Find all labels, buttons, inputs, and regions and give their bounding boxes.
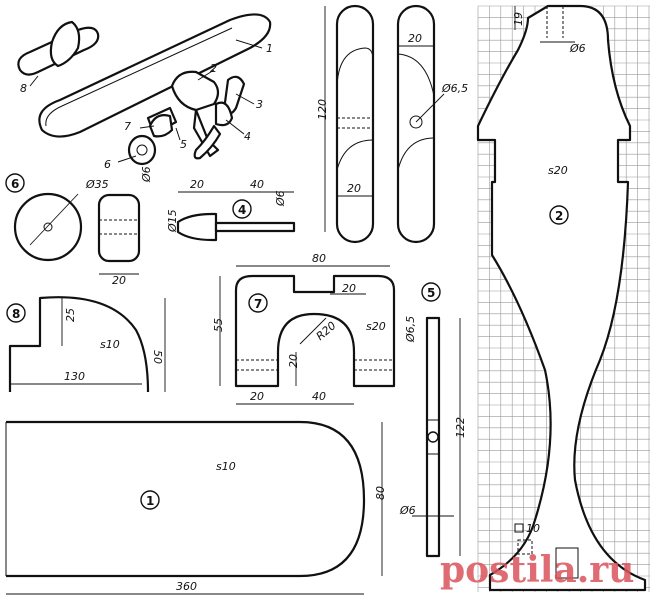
part-3-width-bottom-label: 20 — [347, 182, 361, 195]
part-4-len-shaft-label: 40 — [250, 178, 264, 191]
part-8-cut-label: 25 — [64, 308, 77, 322]
part-4-shaft-d-label: Ø6 — [274, 190, 287, 207]
part-3-width-top-label: 20 — [408, 32, 422, 45]
part-8-length-label: 130 — [64, 370, 85, 383]
part-1-plank: s10 1 80 360 — [5, 420, 387, 595]
callout-1: 1 — [266, 42, 273, 55]
part-4-head-d-label: Ø15 — [166, 209, 179, 233]
part-7-number: 7 — [254, 297, 262, 311]
part-5-number: 5 — [427, 286, 435, 300]
part-1-number: 1 — [146, 494, 154, 508]
part-8-number: 8 — [12, 307, 20, 321]
part-6-wheel: 6 Ø35 Ø6 20 — [5, 166, 153, 287]
part-6-width-label: 20 — [112, 274, 126, 287]
part-7-bracket: 80 20 7 s20 R20 55 20 Ø6,5 20 40 — [212, 252, 417, 405]
part-7-leg-h-label: 20 — [287, 354, 300, 368]
part-4-number: 4 — [238, 203, 246, 217]
callout-8: 8 — [20, 82, 27, 95]
part-5-length-label: 122 — [454, 417, 467, 438]
part-6-hole-label: Ø6 — [140, 166, 153, 183]
callout-2: 2 — [210, 62, 217, 75]
callout-3: 3 — [256, 98, 263, 111]
part-7-base-gap-label: 40 — [312, 390, 326, 403]
part-1-length-label: 360 — [176, 580, 197, 593]
part-4-axle: 20 40 4 Ø6 Ø15 — [166, 178, 296, 242]
part-2-thickness-label: s20 — [548, 164, 568, 177]
part-2-fuselage: Ø6 19 s20 2 10 — [476, 4, 647, 592]
part-3-strut: 3 120 20 20 Ø6,5 — [316, 4, 468, 244]
part-7-base-left-label: 20 — [250, 390, 264, 403]
part-2-number: 2 — [555, 209, 563, 223]
part-1-width-label: 80 — [374, 486, 387, 500]
part-2-hole-label: Ø6 — [569, 42, 586, 55]
callout-5: 5 — [180, 138, 187, 151]
callout-6: 6 — [104, 158, 111, 171]
part-5-hole-bottom-label: Ø6 — [399, 504, 416, 517]
part-8-height-label: 50 — [151, 350, 164, 364]
part-6-number: 6 — [11, 177, 19, 191]
part-2-top-offset-label: 19 — [512, 12, 525, 26]
part-7-notch-label: 20 — [342, 282, 356, 295]
callout-7: 7 — [124, 120, 131, 133]
part-7-width-label: 80 — [312, 252, 326, 265]
part-8-thickness-label: s10 — [100, 338, 120, 351]
part-3-length-label: 120 — [316, 99, 329, 120]
callout-4: 4 — [244, 130, 251, 143]
part-3-hole-label: Ø6,5 — [441, 82, 468, 95]
part-2-square-label: 10 — [526, 522, 540, 535]
part-4-len-head-label: 20 — [190, 178, 204, 191]
part-5-rod: 5 122 Ø6 — [399, 282, 467, 558]
part-6-diameter-label: Ø35 — [85, 178, 109, 191]
part-8-tail: 8 25 s10 50 130 — [6, 296, 166, 393]
watermark: postila.ru — [440, 549, 634, 591]
part-7-hole-label: Ø6,5 — [404, 316, 417, 343]
part-7-radius-label: R20 — [314, 319, 339, 343]
part-7-thickness-label: s20 — [366, 320, 386, 333]
part-7-height-label: 55 — [212, 318, 225, 332]
assembly-view: 1 2 3 4 5 6 7 8 — [17, 13, 273, 171]
part-1-thickness-label: s10 — [216, 460, 236, 473]
